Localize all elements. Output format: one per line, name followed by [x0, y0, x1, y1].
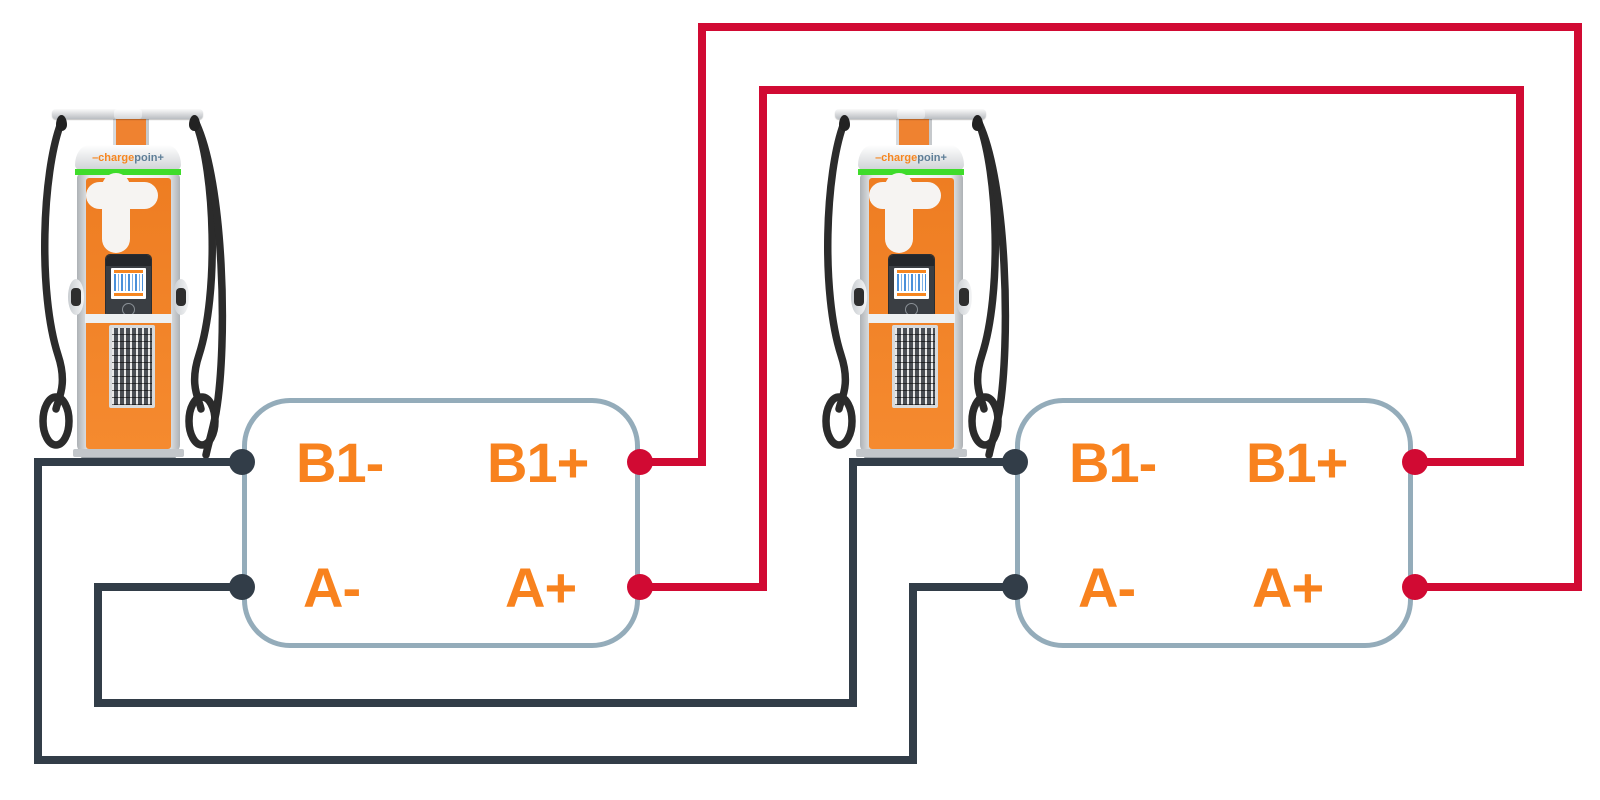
positive-wire-2 — [1415, 458, 1524, 466]
connector-holster — [956, 279, 972, 315]
positive-wire-2 — [642, 583, 767, 591]
terminal-box-2 — [1015, 398, 1413, 648]
chargepoint-plus-logo — [102, 173, 130, 253]
cable-hook-icon — [189, 115, 200, 131]
station-top-bar — [835, 109, 986, 119]
terminal-dot-b1-plus — [627, 449, 653, 475]
positive-wire-1 — [642, 458, 706, 466]
negative-wire-1 — [909, 583, 917, 764]
positive-wire-1 — [698, 23, 1582, 31]
chargepoint-plus-logo — [885, 173, 913, 253]
terminal-dot-a-plus — [627, 574, 653, 600]
screen-content — [894, 268, 929, 299]
cable-hook-icon — [839, 115, 850, 131]
station-top-bar — [52, 109, 203, 119]
connector-holster — [173, 279, 189, 315]
negative-wire-1 — [34, 756, 917, 764]
charging-cables — [822, 119, 1010, 459]
terminal-label: B1+ — [487, 431, 589, 494]
cable-hook-icon — [972, 115, 983, 131]
brand-text: –charge — [875, 151, 918, 164]
cable-hook-icon — [56, 115, 67, 131]
connector-holster — [68, 279, 84, 315]
terminal-label: B1- — [296, 431, 384, 494]
negative-wire-1 — [34, 458, 42, 764]
terminal-label: A- — [1078, 556, 1136, 619]
terminal-label: A+ — [1252, 556, 1324, 619]
negative-wire-2 — [94, 699, 857, 707]
negative-wire-2 — [849, 458, 857, 707]
terminal-dot-b1-minus — [229, 449, 255, 475]
station-neck — [113, 118, 149, 150]
status-stripe — [75, 169, 181, 175]
positive-wire-2 — [759, 86, 1524, 94]
terminal-dot-a-minus — [1002, 574, 1028, 600]
terminal-dot-a-minus — [229, 574, 255, 600]
brand-text: –charge — [92, 151, 135, 164]
positive-wire-1 — [698, 23, 706, 466]
connector-holster — [851, 279, 867, 315]
positive-wire-1 — [1574, 23, 1582, 591]
positive-wire-1 — [1415, 583, 1582, 591]
panel-divider — [85, 314, 172, 323]
negative-wire-1 — [34, 458, 246, 466]
negative-wire-1 — [909, 583, 1015, 591]
station-neck — [896, 118, 932, 150]
terminal-label: B1- — [1069, 431, 1157, 494]
screen-content — [111, 268, 146, 299]
negative-wire-2 — [94, 583, 102, 707]
status-stripe — [858, 169, 964, 175]
vent-grille — [109, 325, 155, 408]
station-base — [856, 449, 967, 460]
negative-wire-2 — [94, 583, 246, 591]
terminal-label: A+ — [505, 556, 577, 619]
vent-grille — [892, 325, 938, 408]
panel-divider — [868, 314, 955, 323]
terminal-dot-b1-plus — [1402, 449, 1428, 475]
terminal-dot-a-plus — [1402, 574, 1428, 600]
station-base — [73, 449, 184, 460]
station-screen — [106, 255, 151, 317]
station-screen — [889, 255, 934, 317]
terminal-label: A- — [303, 556, 361, 619]
charging-cables — [39, 119, 227, 459]
negative-wire-2 — [849, 458, 1015, 466]
positive-wire-2 — [1516, 86, 1524, 466]
terminal-label: B1+ — [1246, 431, 1348, 494]
terminal-box-1 — [242, 398, 640, 648]
positive-wire-2 — [759, 86, 767, 591]
terminal-dot-b1-minus — [1002, 449, 1028, 475]
